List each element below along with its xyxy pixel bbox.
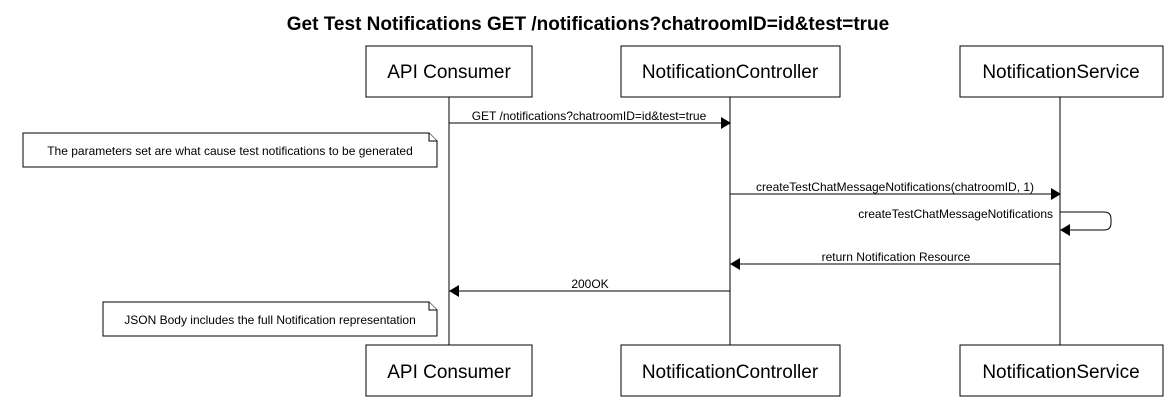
note-parameters: The parameters set are what cause test n…: [22, 132, 438, 168]
diagram-title: Get Test Notifications GET /notification…: [287, 14, 889, 35]
participant-label: API Consumer: [387, 62, 511, 83]
participant-api-consumer-bottom: API Consumer: [365, 344, 533, 397]
message-create-test-notifications: createTestChatMessageNotifications(chatr…: [730, 180, 1061, 200]
participant-label: NotificationService: [982, 62, 1139, 83]
message-self-call: createTestChatMessageNotifications: [858, 207, 1112, 236]
participant-notification-service-bottom: NotificationService: [959, 344, 1164, 397]
note-label: The parameters set are what cause test n…: [47, 144, 413, 158]
message-get-notifications: GET /notifications?chatroomID=id&test=tr…: [449, 109, 731, 129]
note-label: JSON Body includes the full Notification…: [124, 313, 416, 327]
message-label: createTestChatMessageNotifications: [858, 207, 1053, 221]
message-label: createTestChatMessageNotifications(chatr…: [756, 180, 1034, 194]
message-return-notification-resource: return Notification Resource: [730, 250, 1060, 270]
message-label: GET /notifications?chatroomID=id&test=tr…: [472, 109, 707, 123]
participant-notification-controller-top: NotificationController: [620, 45, 841, 98]
note-json-body: JSON Body includes the full Notification…: [102, 301, 438, 337]
participant-label: NotificationController: [642, 362, 819, 383]
message-200ok: 200OK: [449, 277, 730, 297]
participant-notification-controller-bottom: NotificationController: [620, 344, 841, 397]
participant-label: NotificationService: [982, 362, 1139, 383]
participant-label: NotificationController: [642, 62, 819, 83]
participant-label: API Consumer: [387, 362, 511, 383]
participant-api-consumer-top: API Consumer: [365, 45, 533, 98]
participant-notification-service-top: NotificationService: [959, 45, 1164, 98]
message-label: 200OK: [571, 277, 608, 291]
message-label: return Notification Resource: [822, 250, 971, 264]
